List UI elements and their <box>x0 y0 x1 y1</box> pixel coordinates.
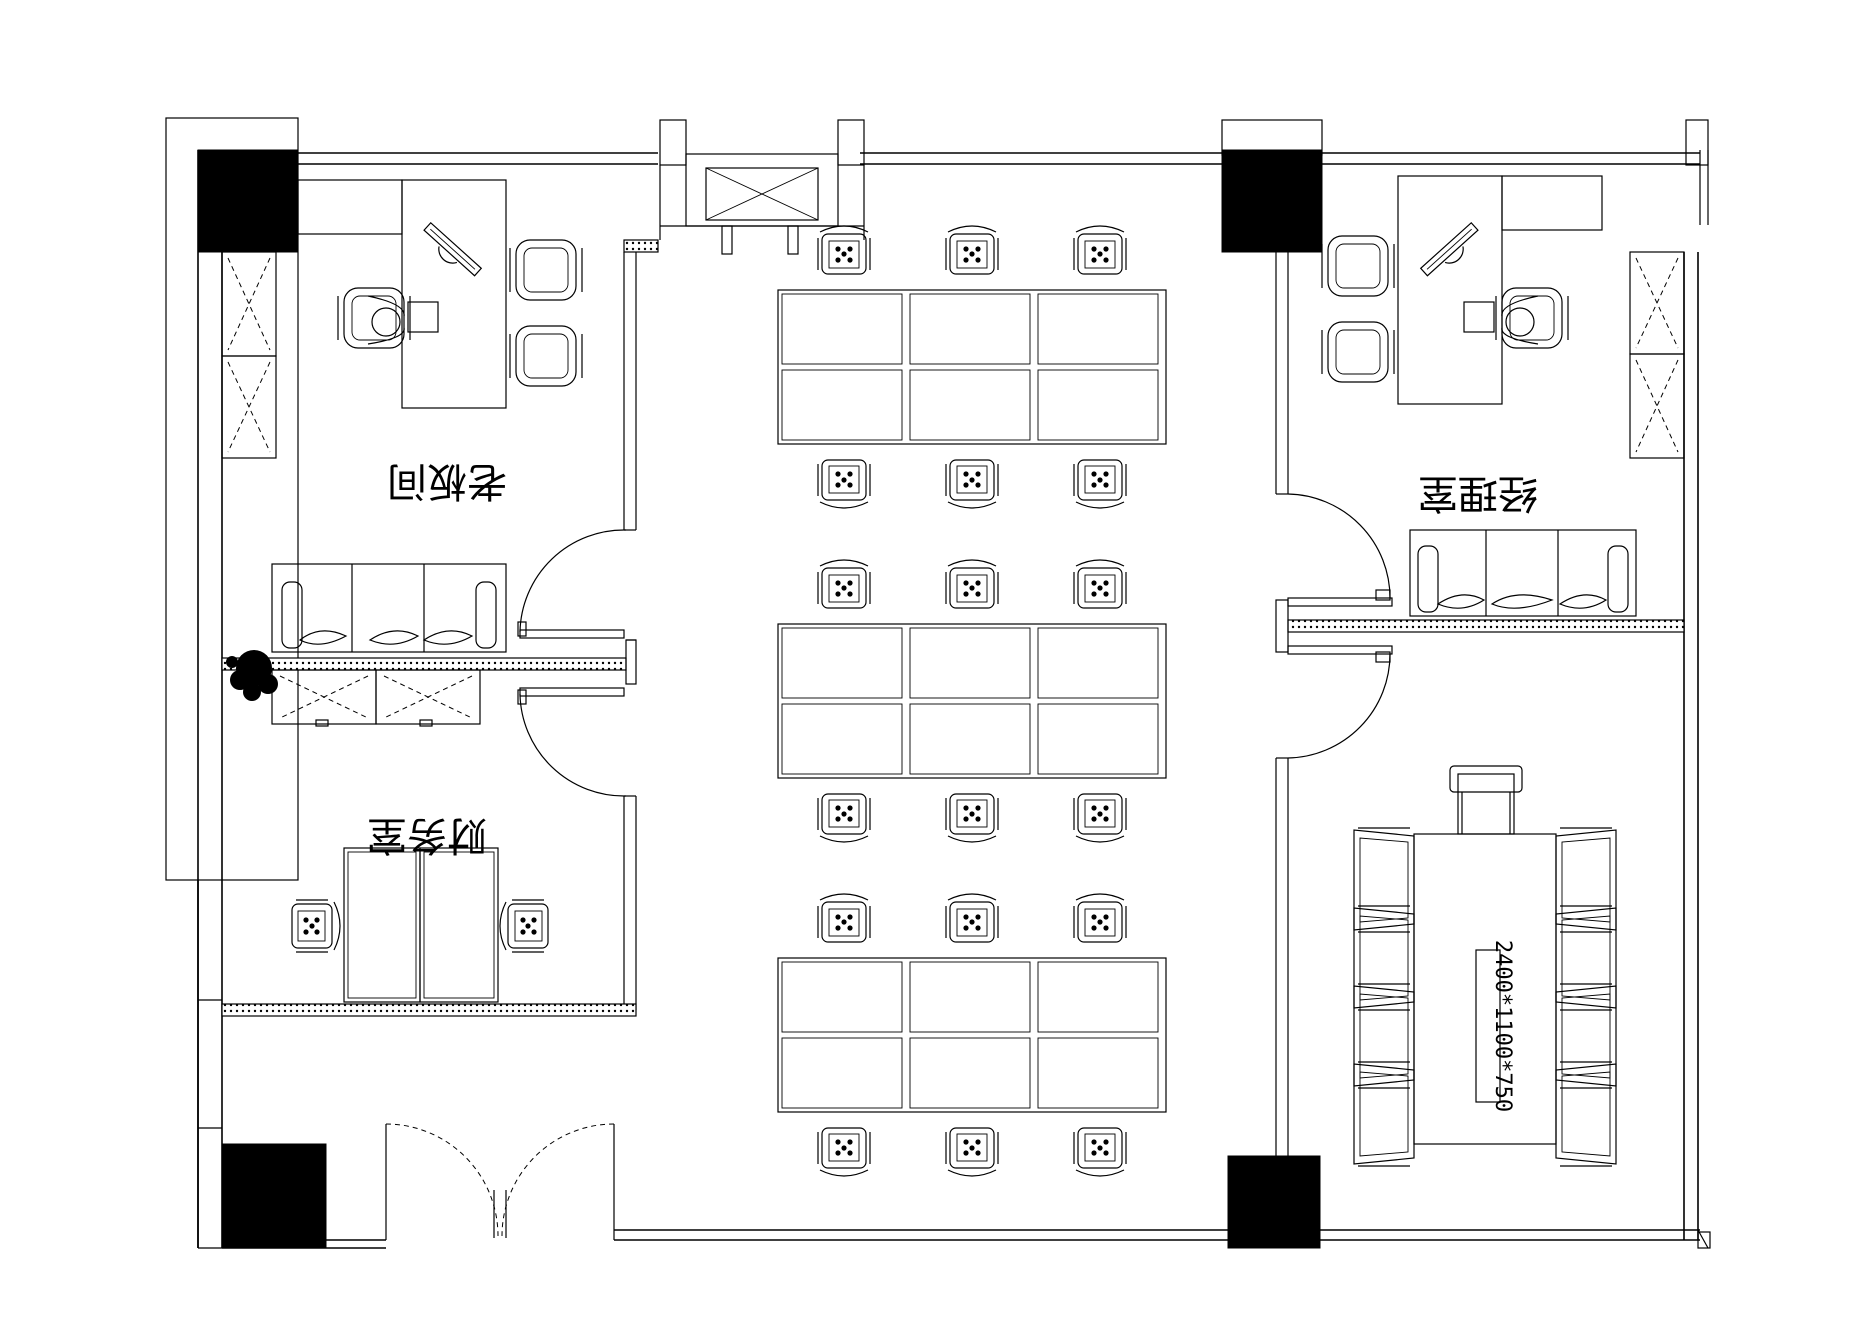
room-label-finance-office: 财务室 <box>367 812 487 858</box>
office-chair <box>1073 1127 1127 1177</box>
manager-office: 经理室 <box>1321 175 1685 617</box>
desk-cluster <box>777 957 1167 1113</box>
desk <box>781 1037 903 1109</box>
desk-cluster <box>777 623 1167 779</box>
desk <box>909 1037 1031 1109</box>
desk <box>781 369 903 441</box>
desk <box>1037 627 1159 699</box>
office-chair <box>817 1127 871 1177</box>
office-chair <box>945 559 999 609</box>
office-chair <box>945 1127 999 1177</box>
finance-office: 财务室 <box>271 669 549 1003</box>
office-chair <box>1073 459 1127 509</box>
plant-icon <box>226 650 278 701</box>
office-chair <box>945 793 999 843</box>
desk <box>909 293 1031 365</box>
desk <box>1037 1037 1159 1109</box>
office-chair <box>1073 559 1127 609</box>
desk <box>781 961 903 1033</box>
office-chair <box>1073 225 1127 275</box>
desk <box>1037 961 1159 1033</box>
desk <box>781 627 903 699</box>
office-chair <box>817 793 871 843</box>
desk <box>909 627 1031 699</box>
office-chair <box>1073 793 1127 843</box>
office-chair <box>817 225 871 275</box>
desk <box>909 961 1031 1033</box>
office-chair <box>945 893 999 943</box>
desk <box>909 369 1031 441</box>
room-label-manager-office: 经理室 <box>1418 470 1538 516</box>
office-chair <box>945 225 999 275</box>
office-chair <box>817 559 871 609</box>
desk <box>909 703 1031 775</box>
office-chair <box>1073 893 1127 943</box>
desk-cluster <box>777 289 1167 445</box>
room-label-boss-office: 老板间 <box>387 458 507 504</box>
office-chair <box>817 893 871 943</box>
meeting-table-dimension: 2400*1100*750 <box>1490 940 1515 1112</box>
office-chair <box>817 459 871 509</box>
desk <box>781 293 903 365</box>
open-workspace <box>777 225 1167 1177</box>
desk <box>781 703 903 775</box>
desk <box>1037 369 1159 441</box>
boss-office: 老板间 <box>221 179 583 701</box>
desk <box>1037 703 1159 775</box>
desk <box>1037 293 1159 365</box>
meeting-room: 2400*1100*750 <box>1353 765 1617 1167</box>
office-chair <box>945 459 999 509</box>
